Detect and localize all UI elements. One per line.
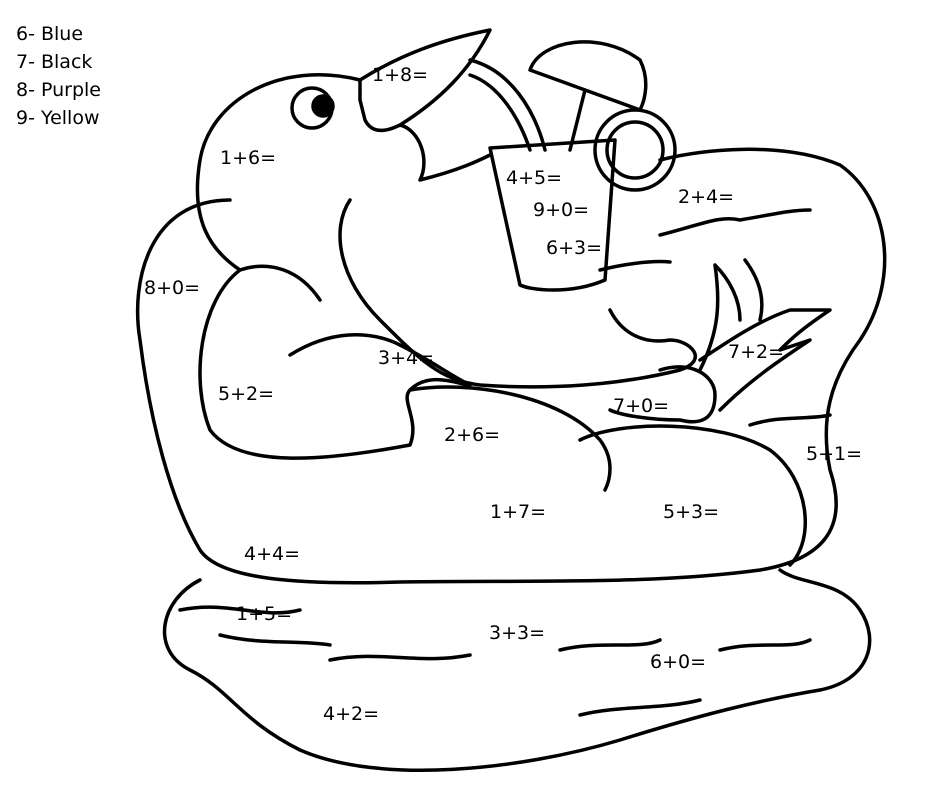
legend-item-blue: 6- Blue (16, 23, 84, 45)
legend-item-yellow: 9- Yellow (16, 107, 100, 129)
math-problem: 7+2= (727, 341, 785, 363)
legend-item-purple: 8- Purple (16, 79, 101, 101)
legend-item-black: 7- Black (16, 51, 93, 73)
math-problem: 5+3= (662, 501, 720, 523)
math-problem: 1+7= (489, 501, 547, 523)
bird-tail (698, 258, 832, 412)
float-inner (198, 268, 472, 460)
math-problem: 2+4= (677, 186, 735, 208)
math-problem: 7+0= (612, 395, 670, 417)
float-ring (135, 147, 887, 585)
math-problem: 6+0= (649, 651, 707, 673)
math-problem: 4+2= (322, 703, 380, 725)
bird-beak (358, 28, 492, 182)
lemon-inner-icon (605, 120, 665, 180)
math-problem: 5+2= (217, 383, 275, 405)
straw (468, 58, 547, 152)
bird-foot (608, 365, 717, 424)
math-problem: 3+3= (488, 622, 546, 644)
math-problem: 8+0= (143, 277, 201, 299)
color-legend: 6- Blue 7- Black 8- Purple 9- Yellow (16, 20, 101, 132)
bird-body (195, 73, 697, 389)
glass-cup (488, 138, 617, 292)
math-problem: 4+5= (505, 167, 563, 189)
water-ripple (178, 605, 812, 717)
water-puddle (162, 568, 872, 772)
pupil-icon (311, 94, 335, 118)
math-problem: 9+0= (532, 199, 590, 221)
bird-wing (288, 333, 472, 387)
math-problem: 5+1= (805, 443, 863, 465)
math-problem: 3+4= (377, 347, 435, 369)
math-problem: 6+3= (545, 237, 603, 259)
float-front (408, 385, 807, 567)
math-problem: 2+6= (443, 424, 501, 446)
math-problem: 1+8= (371, 64, 429, 86)
math-problem: 1+5= (235, 603, 293, 625)
umbrella-icon (528, 40, 648, 152)
math-problem: 4+4= (243, 543, 301, 565)
math-problem: 1+6= (219, 147, 277, 169)
lemon-slice-icon (593, 108, 677, 192)
